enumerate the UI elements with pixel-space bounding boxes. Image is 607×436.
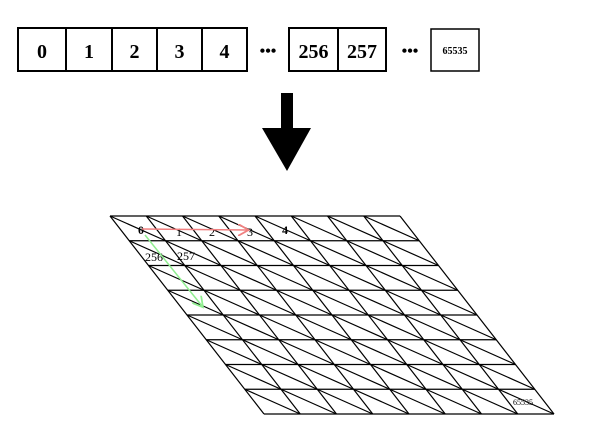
grid-diagonal-line [146, 215, 202, 242]
grid-diagonal-line [220, 264, 277, 291]
grid-diagonal-line [274, 240, 330, 267]
grid-diagonal-line [312, 289, 369, 316]
grid-diagonal-line [389, 388, 446, 415]
grid-diagonal-line [165, 240, 222, 267]
array-cell-1 [65, 27, 113, 72]
array-cell-65535-label: 65535 [443, 46, 468, 57]
grid-label-65535: 65535 [513, 398, 533, 407]
grid-diagonal-line [240, 289, 296, 316]
grid-diagonal-line [462, 388, 518, 415]
array-cell-0-label: 0 [37, 41, 47, 63]
array-cell-4-label: 4 [220, 41, 230, 63]
grid-diagonal-line [329, 264, 386, 291]
grid-diagonal-line [310, 240, 367, 267]
grid-diagonal-line [184, 264, 241, 291]
array-cell-2 [111, 27, 158, 72]
array-cell-3-label: 3 [175, 41, 185, 63]
down-arrow-icon [262, 93, 311, 171]
array-cell-256 [288, 27, 339, 72]
grid-diagonal-line [370, 363, 427, 390]
grid-diagonal-line [280, 388, 337, 415]
array-cell-65535 [430, 28, 480, 72]
grid-diagonal-line [201, 240, 258, 267]
grid-diagonal-line [167, 289, 224, 316]
array-cell-1-label: 1 [84, 41, 94, 63]
grid-diagonal-line [353, 388, 410, 415]
grid-diagonal-line [423, 339, 480, 366]
grid-diagonal-line [368, 314, 424, 341]
grid-diagonal-line [206, 339, 262, 366]
grid-diagonal-line [129, 240, 185, 267]
grid-diagonal-line [314, 339, 371, 366]
array-cell-257-label: 257 [347, 41, 377, 63]
grid-diagonal-line [242, 339, 299, 366]
array-ellipsis-2: ••• [402, 43, 419, 60]
grid-diagonal-line [244, 388, 301, 415]
grid-diagonal-line [186, 314, 243, 341]
grid-diagonal-line [425, 388, 482, 415]
grid-diagonal-line [382, 240, 439, 267]
grid-diagonal-line [254, 215, 311, 242]
grid-diagonal-line [442, 363, 499, 390]
grid-diagonal-line [363, 215, 420, 242]
grid-diagonal-line [293, 264, 350, 291]
grid-diagonal-line [406, 363, 463, 390]
grid-diagonal-line [404, 314, 461, 341]
grid-diagonal-line [148, 264, 205, 291]
grid-diagonal-line [421, 289, 478, 316]
grid-diagonal-line [334, 363, 390, 390]
grid-label-256: 256 [145, 250, 163, 264]
grid-diagonal-line [297, 363, 354, 390]
grid-diagonal-line [223, 314, 279, 341]
grid-diagonal-line [440, 314, 497, 341]
grid-diagonal-line [459, 339, 516, 366]
grid-diagonal-line [351, 339, 407, 366]
array-cell-257 [337, 27, 387, 72]
grid-diagonal-line [346, 240, 403, 267]
array-cell-256-label: 256 [299, 41, 329, 63]
grid-label-1: 1 [176, 225, 182, 239]
grid-diagonal-line [278, 339, 335, 366]
array-ellipsis-1: ••• [260, 43, 277, 60]
grid-diagonal-line [259, 314, 316, 341]
array-cell-4 [201, 27, 248, 72]
grid-diagonal-line [203, 289, 260, 316]
grid-2d [109, 215, 555, 415]
grid-diagonal-line [225, 363, 282, 390]
grid-diagonal-line [402, 264, 458, 291]
grid-diagonal-line [291, 215, 347, 242]
grid-diagonal-line [385, 289, 441, 316]
array-cell-2-label: 2 [130, 41, 140, 63]
grid-diagonal-line [498, 388, 555, 415]
linear-array: 0 1 2 3 4 ••• 256 257 ••• 65535 [17, 27, 480, 72]
grid-diagonal-line [327, 215, 384, 242]
grid-label-3: 3 [247, 225, 253, 239]
grid-label-2: 2 [209, 225, 215, 239]
grid-label-257: 257 [177, 249, 195, 263]
grid-diagonal-line [182, 215, 239, 242]
grid-diagonal-line [479, 363, 535, 390]
grid-diagonal-line [331, 314, 388, 341]
grid-diagonal-line [348, 289, 405, 316]
array-cell-0 [17, 27, 67, 72]
grid-diagonal-line [237, 240, 294, 267]
column-direction-arrow [144, 234, 202, 306]
grid-label-0: 0 [138, 223, 144, 237]
grid-diagonal-line [109, 215, 166, 242]
grid-diagonal-line [365, 264, 422, 291]
grid-diagonal-line [257, 264, 313, 291]
grid-diagonal-line [295, 314, 352, 341]
grid-diagonal-line [387, 339, 444, 366]
grid-diagonal-line [261, 363, 318, 390]
row-direction-arrow [141, 229, 247, 230]
grid-label-4: 4 [282, 223, 288, 237]
grid-diagonal-line [317, 388, 373, 415]
grid-diagonal-line [276, 289, 333, 316]
